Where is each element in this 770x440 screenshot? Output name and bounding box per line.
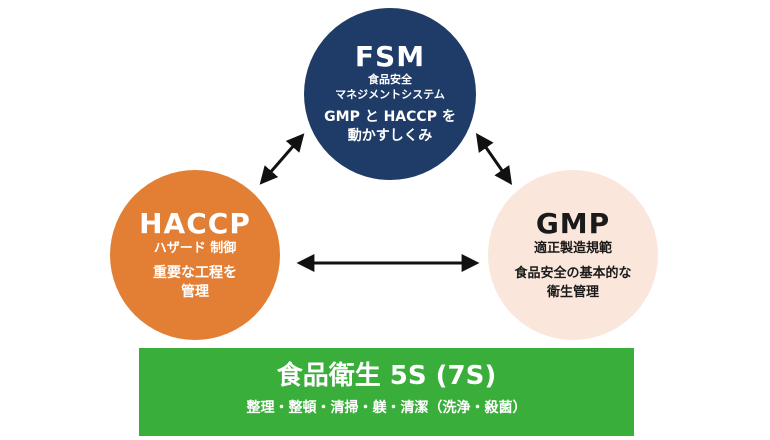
fsm-desc-line2: 動かすしくみ	[347, 128, 433, 144]
haccp-subtitle: ハザード 制御	[153, 240, 237, 256]
arrow-fsm-haccp	[259, 133, 305, 185]
fsm-subtitle-line2: マネジメントシステム	[335, 88, 445, 101]
fsm-subtitle-line1: 食品安全	[368, 73, 412, 86]
gmp-title: GMP	[535, 206, 611, 240]
fsm-description: GMP と HACCP を 動かすしくみ	[324, 108, 456, 146]
foundation-title: 食品衛生 5S (7S)	[276, 361, 497, 391]
gmp-description: 食品安全の基本的な 衛生管理	[514, 264, 631, 302]
fsm-title: FSM	[354, 40, 426, 73]
fsm-circle: FSM 食品安全 マネジメントシステム GMP と HACCP を 動かすしくみ	[304, 8, 476, 180]
arrow-fsm-gmp	[475, 133, 513, 185]
gmp-subtitle: 適正製造規範	[533, 240, 612, 256]
foundation-bar: 食品衛生 5S (7S) 整理・整頓・清掃・躾・清潔（洗浄・殺菌）	[139, 348, 634, 436]
haccp-circle: HACCP ハザード 制御 重要な工程を 管理	[110, 170, 280, 340]
haccp-desc-line1: 重要な工程を	[153, 264, 237, 281]
gmp-circle: GMP 適正製造規範 食品安全の基本的な 衛生管理	[488, 170, 658, 340]
haccp-title: HACCP	[139, 206, 251, 240]
gmp-desc-line2: 衛生管理	[546, 284, 599, 300]
gmp-desc-line1: 食品安全の基本的な	[514, 265, 632, 281]
fsm-desc-line1: GMP と HACCP を	[324, 109, 456, 125]
haccp-description: 重要な工程を 管理	[153, 264, 237, 302]
foundation-subtitle: 整理・整頓・清掃・躾・清潔（洗浄・殺菌）	[246, 400, 527, 416]
haccp-desc-line2: 管理	[181, 283, 209, 300]
